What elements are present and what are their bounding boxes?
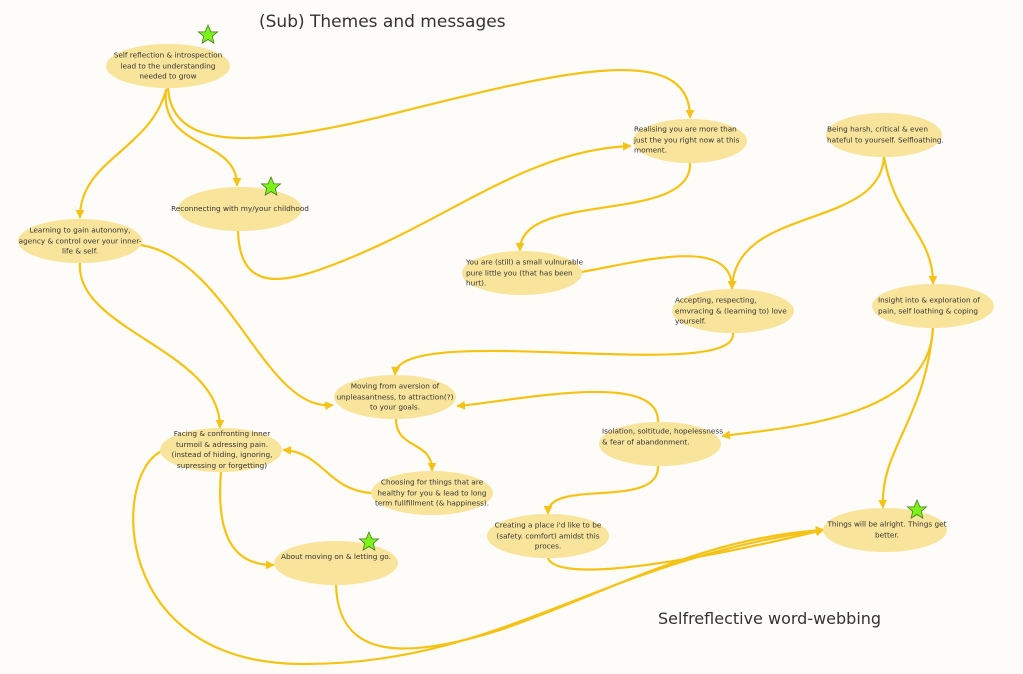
edge-moving-on-alright	[334, 526, 825, 650]
node-shape-autonomy[interactable]	[18, 219, 142, 263]
edge-creating-alright	[546, 527, 825, 571]
node-shapes	[18, 44, 994, 585]
edge-accepting-aversion	[391, 331, 735, 376]
node-autonomy: Learning to gain autonomy, agency & cont…	[18, 225, 142, 256]
star-icon	[358, 530, 380, 551]
node-realising: Realising you are more than just the you…	[634, 124, 740, 155]
node-shape-facing[interactable]	[160, 428, 282, 472]
star-icon	[260, 175, 282, 196]
node-shape-self-reflection[interactable]	[106, 44, 230, 88]
edge-harsh-insight	[882, 155, 938, 285]
edge-isolation-creating	[543, 464, 660, 515]
edge-reconnecting-realising	[236, 141, 632, 280]
edge-harsh-accepting	[727, 155, 886, 290]
node-harsh: Being harsh, critical & even hateful to …	[827, 124, 944, 145]
edge-realising-vulnerable	[515, 161, 692, 252]
diagram-title: (Sub) Themes and messages	[259, 12, 506, 32]
edge-insight-isolation	[721, 326, 935, 440]
node-aversion: Moving from aversion of unpleasantness, …	[336, 381, 454, 412]
node-shape-choosing[interactable]	[371, 471, 493, 515]
node-creating: Creating a place i'd like to be (safety.…	[494, 520, 602, 551]
edge-autonomy-facing	[78, 261, 225, 429]
edge-choosing-facing	[282, 445, 373, 495]
node-moving-on: About moving on & letting go.	[281, 551, 391, 561]
node-isolation: Isolation, soltitude, hopelessness & fea…	[602, 426, 724, 447]
node-choosing: Choosing for things that are healthy for…	[374, 477, 490, 508]
edge-self-reflection-reconnecting	[164, 88, 242, 187]
node-shape-alright[interactable]	[823, 508, 947, 552]
node-shape-aversion[interactable]	[334, 375, 456, 419]
node-shape-isolation[interactable]	[599, 422, 721, 466]
node-alright: Things will be alright. Things get bette…	[827, 519, 947, 540]
edges	[75, 68, 938, 666]
edge-facing-moving-on	[219, 470, 275, 570]
node-shape-realising[interactable]	[633, 119, 747, 163]
node-shape-harsh[interactable]	[826, 113, 942, 157]
edge-aversion-choosing	[394, 417, 437, 472]
edge-insight-alright	[878, 326, 935, 509]
node-shape-creating[interactable]	[487, 514, 609, 558]
star-icon	[906, 498, 928, 519]
edge-isolation-aversion	[456, 390, 660, 424]
node-shape-insight[interactable]	[872, 284, 994, 328]
node-reconnecting: Reconnecting with my/your childhood	[171, 203, 309, 213]
node-accepting: Accepting, respecting, emvracing & (lear…	[675, 295, 787, 326]
star-icon	[197, 23, 219, 44]
edge-self-reflection-realising	[166, 68, 695, 140]
node-facing: Facing & confronting inner turmoil & adr…	[171, 429, 273, 470]
edge-vulnerable-accepting	[579, 255, 737, 290]
edge-autonomy-aversion	[139, 243, 334, 411]
edge-self-reflection-autonomy	[75, 88, 168, 219]
node-vulnerable: You are (still) a small vulnurable pure …	[466, 257, 584, 288]
diagram-subtitle: Selfreflective word-webbing	[658, 609, 882, 628]
node-self-reflection: Self reflection & introspection lead to …	[113, 50, 223, 81]
node-shape-accepting[interactable]	[672, 289, 794, 333]
node-shape-moving-on[interactable]	[274, 541, 398, 585]
edge-facing-alright	[132, 450, 825, 666]
node-insight: Insight into & exploration of pain, self…	[878, 295, 980, 316]
node-shape-vulnerable[interactable]	[462, 251, 582, 295]
node-shape-reconnecting[interactable]	[178, 187, 302, 231]
